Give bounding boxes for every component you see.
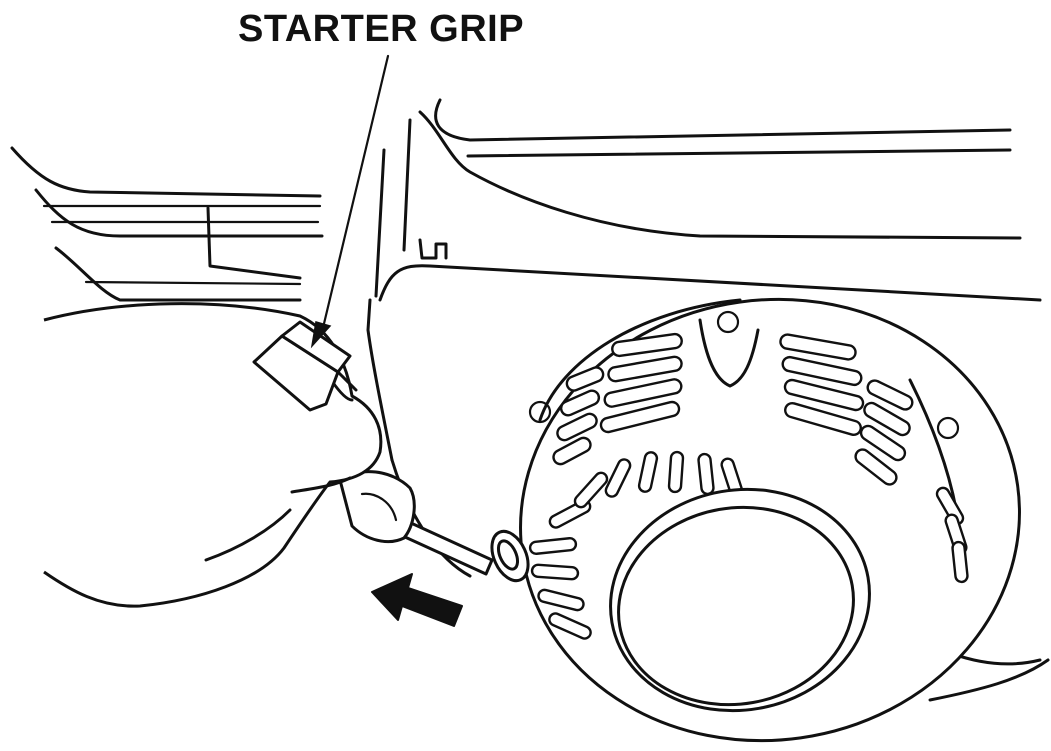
push-arrow (371, 573, 463, 627)
starter-grip (252, 320, 358, 412)
vent-slots-radial (528, 450, 969, 640)
starter-grip-label: STARTER GRIP (238, 8, 525, 50)
vent-slots-upper (552, 332, 914, 486)
screwdriver (338, 470, 530, 583)
leader-line (310, 54, 390, 349)
recoil-starter (519, 297, 1021, 743)
engine-housing (10, 98, 1050, 702)
